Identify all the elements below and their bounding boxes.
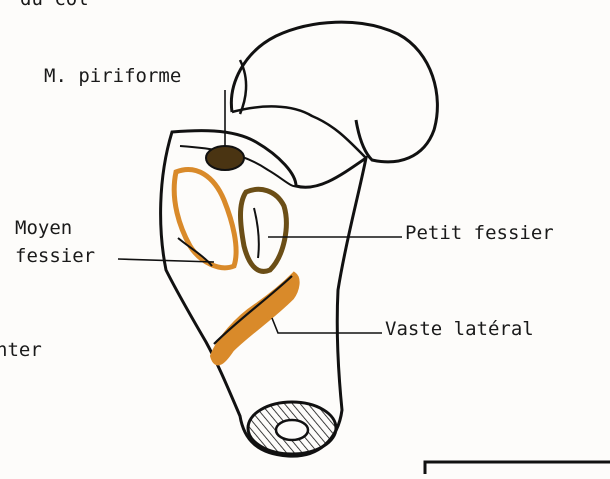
label-piriforme: M. piriforme xyxy=(44,67,181,86)
vaste-lateral-area xyxy=(212,274,298,363)
moyen-fessier-area xyxy=(174,170,236,268)
label-moyen-fessier-line1: Moyen xyxy=(15,219,72,238)
piriforme-insertion xyxy=(206,146,244,170)
label-vaste-lateral: Vaste latéral xyxy=(385,320,534,339)
leader-vaste-lateral xyxy=(272,318,382,333)
femoral-head-outline xyxy=(231,22,437,162)
femoral-neck-outline xyxy=(232,106,366,158)
label-moyen-fessier-line2: fessier xyxy=(15,247,95,266)
label-top-fragment: du col xyxy=(20,0,89,9)
label-petit-fessier: Petit fessier xyxy=(405,224,554,243)
label-left-fragment: nter xyxy=(0,341,42,360)
petit-fessier-area xyxy=(241,189,287,271)
petit-fessier-inner-line xyxy=(254,208,259,258)
medullary-canal xyxy=(276,420,308,440)
corner-frame xyxy=(425,462,610,474)
